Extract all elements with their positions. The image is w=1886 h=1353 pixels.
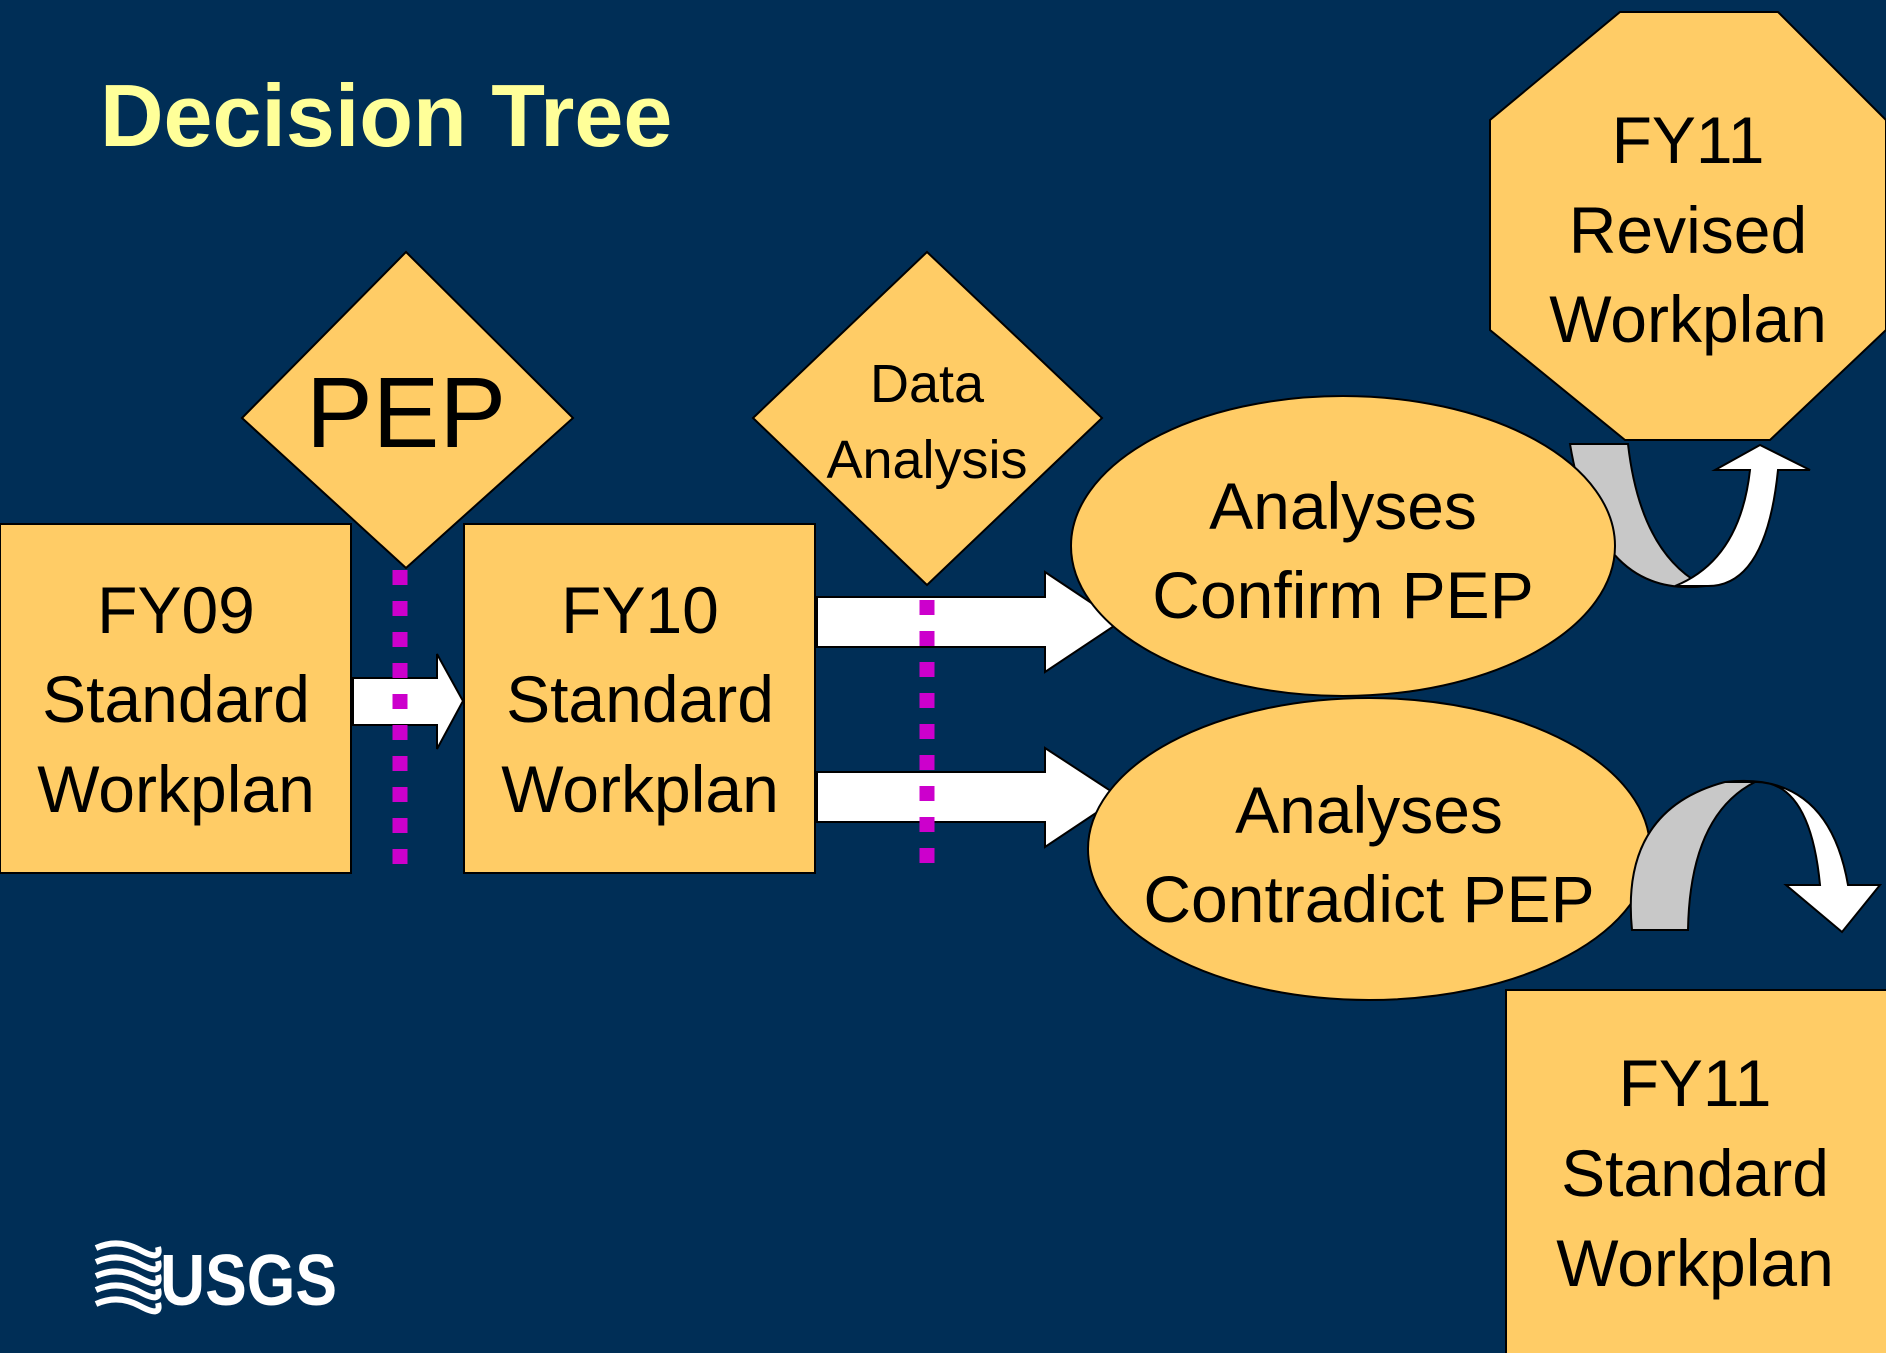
confirm-label-line1: Analyses (1209, 469, 1477, 543)
analyses-contradict-pep-ellipse: Analyses Contradict PEP (1087, 697, 1651, 1001)
arrow-fy10-to-contradict (816, 746, 1122, 849)
fy11-revised-label-line3: Workplan (1549, 282, 1827, 356)
fy10-label-line2: Standard (506, 662, 774, 736)
arrow-fy09-to-fy10 (352, 653, 465, 750)
usgs-wave-icon (94, 1240, 162, 1315)
curved-arrow-to-standard (1629, 779, 1883, 934)
fy11-revised-label-line1: FY11 (1612, 103, 1765, 177)
fy10-label-line3: Workplan (501, 752, 779, 826)
fy09-label-line2: Standard (42, 662, 310, 736)
analyses-confirm-pep-ellipse: Analyses Confirm PEP (1070, 395, 1616, 697)
data-analysis-label-line2: Analysis (826, 430, 1027, 490)
fy10-standard-workplan-box: FY10 Standard Workplan (463, 523, 816, 874)
fy09-label-line1: FY09 (97, 573, 255, 647)
contradict-label-line2: Contradict PEP (1143, 862, 1594, 936)
confirm-label-line2: Confirm PEP (1152, 558, 1533, 632)
pep-label: PEP (306, 357, 506, 469)
slide-title: Decision Tree (100, 66, 672, 165)
fy11-standard-label-line1: FY11 (1619, 1046, 1772, 1120)
usgs-logo: USGS (94, 1240, 337, 1321)
data-analysis-decision-diamond: Data Analysis (751, 250, 1104, 587)
fy11-standard-workplan-box: FY11 Standard Workplan (1505, 989, 1886, 1353)
fy09-standard-workplan-box: FY09 Standard Workplan (0, 523, 352, 874)
fy11-standard-label-line2: Standard (1561, 1136, 1829, 1210)
fy09-label-line3: Workplan (37, 752, 315, 826)
usgs-logo-text: USGS (160, 1241, 337, 1321)
pep-decision-diamond: PEP (240, 250, 575, 570)
arrow-fy10-to-confirm (816, 570, 1122, 674)
fy10-label-line1: FY10 (561, 573, 719, 647)
fy11-revised-workplan-octagon: FY11 Revised Workplan (1489, 11, 1886, 441)
fy11-standard-label-line3: Workplan (1556, 1226, 1834, 1300)
fy11-revised-label-line2: Revised (1569, 193, 1807, 267)
data-analysis-label-line1: Data (870, 354, 985, 414)
contradict-label-line1: Analyses (1235, 773, 1503, 847)
